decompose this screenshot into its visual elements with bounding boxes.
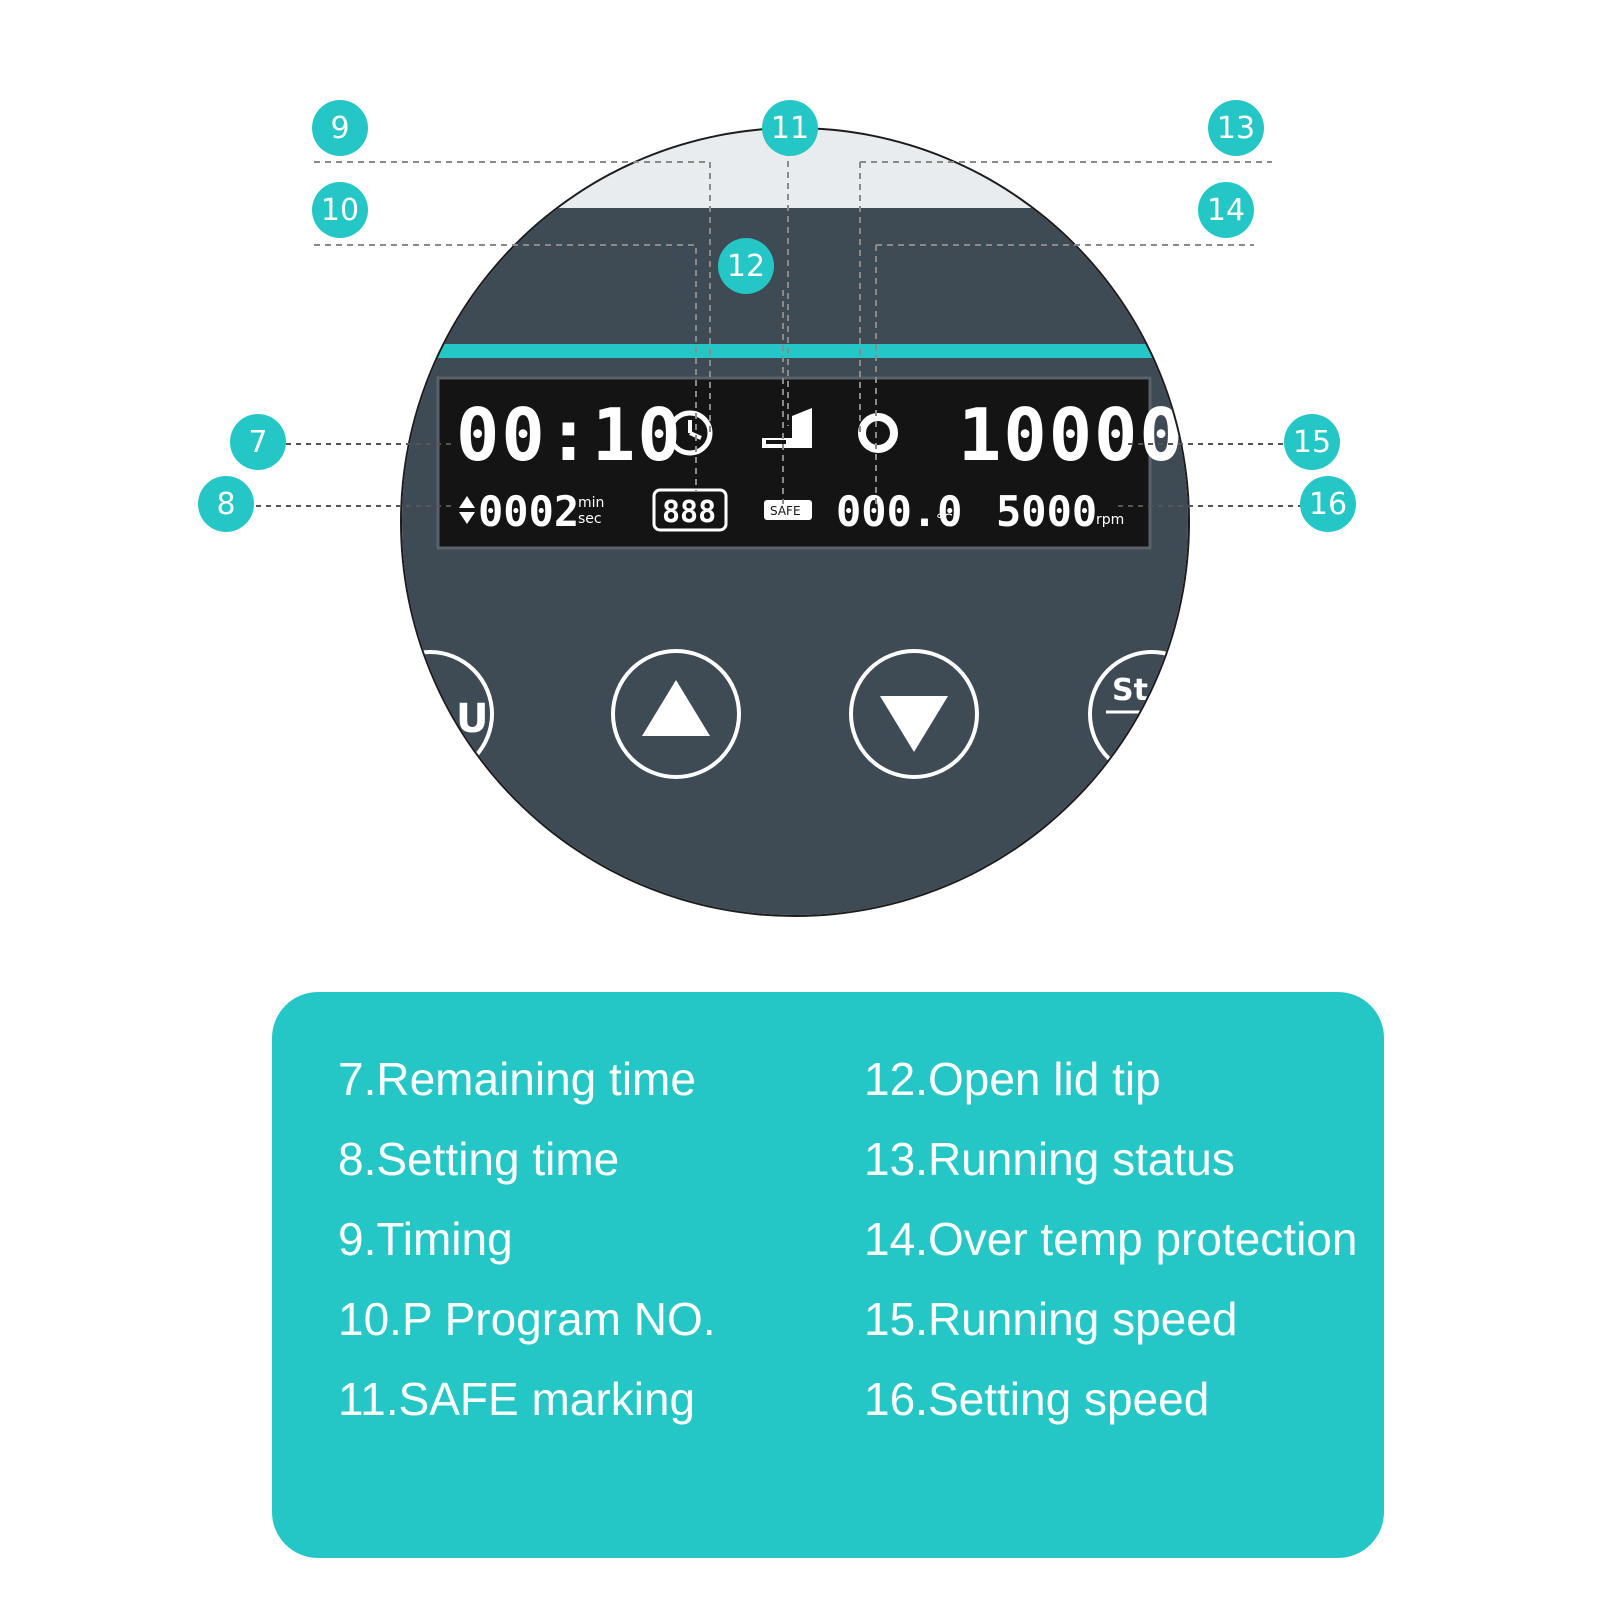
- safe-label: SAFE: [770, 504, 801, 518]
- legend-item-16: 16. Setting speed: [864, 1374, 1364, 1424]
- legend-label: Running status: [927, 1133, 1235, 1185]
- legend-number: 16.: [864, 1373, 928, 1425]
- running-speed: 10000: [958, 393, 1185, 477]
- svg-text:9: 9: [330, 111, 349, 146]
- svg-text:11: 11: [771, 111, 809, 146]
- callout-13: 13: [1208, 100, 1264, 156]
- legend-column-right: 12. Open lid tip 13. Running status 14. …: [864, 1054, 1364, 1454]
- legend-item-14: 14. Over temp protection: [864, 1214, 1364, 1264]
- legend-number: 11.: [338, 1373, 399, 1425]
- legend-item-11: 11. SAFE marking: [338, 1374, 838, 1424]
- callout-badges: 7 8 9 10 11 12 13 14: [198, 100, 1356, 532]
- legend-item-10: 10. P Program NO.: [338, 1294, 838, 1344]
- legend-column-left: 7. Remaining time 8. Setting time 9. Tim…: [338, 1054, 838, 1454]
- setting-speed: 5000: [996, 487, 1097, 536]
- legend-panel: 7. Remaining time 8. Setting time 9. Tim…: [272, 992, 1384, 1558]
- svg-text:13: 13: [1217, 111, 1255, 146]
- temp-unit: °C: [936, 512, 953, 528]
- callout-12: 12: [718, 238, 774, 294]
- start-button-label: St: [1112, 673, 1148, 708]
- legend-number: 9.: [338, 1213, 377, 1265]
- legend-number: 7.: [338, 1053, 377, 1105]
- legend-label: Over temp protection: [927, 1213, 1358, 1265]
- lcd-diagram: 00:10 10000 0002 min sec: [198, 100, 1356, 917]
- callout-8: 8: [198, 476, 254, 532]
- device-panel: [402, 208, 1188, 915]
- svg-text:8: 8: [216, 487, 235, 522]
- callout-7: 7: [230, 414, 286, 470]
- down-button[interactable]: [849, 649, 979, 779]
- menu-button-label: U: [456, 696, 488, 742]
- legend-label: Timing: [376, 1213, 513, 1265]
- leader-lines: [256, 150, 1304, 507]
- down-arrow-icon: [880, 696, 948, 752]
- legend-item-15: 15. Running speed: [864, 1294, 1364, 1344]
- legend-label: Running speed: [927, 1293, 1238, 1345]
- legend-number: 8.: [338, 1133, 377, 1185]
- remaining-time: 00:10: [456, 393, 683, 477]
- svg-text:7: 7: [248, 425, 267, 460]
- time-unit-min: min: [578, 495, 604, 511]
- legend-label: Setting time: [376, 1133, 620, 1185]
- speed-unit: rpm: [1096, 512, 1124, 528]
- up-down-arrows-icon: [459, 496, 475, 524]
- up-button[interactable]: [611, 649, 741, 779]
- ring-icon: [858, 413, 898, 453]
- legend-item-8: 8. Setting time: [338, 1134, 838, 1184]
- callout-10: 10: [312, 182, 368, 238]
- temperature: 000.0: [836, 487, 962, 536]
- svg-text:16: 16: [1309, 487, 1347, 522]
- svg-text:12: 12: [727, 249, 765, 284]
- up-arrow-icon: [642, 680, 710, 736]
- legend-label: SAFE marking: [398, 1373, 696, 1425]
- legend-label: P Program NO.: [401, 1293, 716, 1345]
- callout-9: 9: [312, 100, 368, 156]
- legend-item-7: 7. Remaining time: [338, 1054, 838, 1104]
- legend-label: Remaining time: [376, 1053, 696, 1105]
- legend-number: 12.: [864, 1053, 928, 1105]
- magnifier-lens: 00:10 10000 0002 min sec: [400, 127, 1190, 917]
- legend-number: 14.: [864, 1213, 928, 1265]
- setting-time: 0002: [478, 487, 579, 536]
- legend-item-12: 12. Open lid tip: [864, 1054, 1364, 1104]
- program-number-box: 888: [652, 488, 728, 532]
- legend-item-9: 9. Timing: [338, 1214, 838, 1264]
- callout-11: 11: [762, 100, 818, 156]
- callout-16: 16: [1300, 476, 1356, 532]
- program-number: 888: [662, 495, 716, 530]
- legend-label: Setting speed: [927, 1373, 1210, 1425]
- svg-text:14: 14: [1207, 193, 1245, 228]
- open-lid-icon: [762, 408, 812, 448]
- time-unit-sec: sec: [578, 511, 602, 527]
- legend-label: Open lid tip: [927, 1053, 1161, 1105]
- legend-number: 15.: [864, 1293, 928, 1345]
- legend-number: 13.: [864, 1133, 928, 1185]
- callout-14: 14: [1198, 182, 1254, 238]
- safe-icon: SAFE: [764, 500, 812, 520]
- svg-text:15: 15: [1293, 425, 1331, 460]
- teal-stripe: [402, 344, 1188, 358]
- legend-number: 10.: [338, 1293, 402, 1345]
- legend-item-13: 13. Running status: [864, 1134, 1364, 1184]
- callout-15: 15: [1284, 414, 1340, 470]
- svg-text:10: 10: [321, 193, 359, 228]
